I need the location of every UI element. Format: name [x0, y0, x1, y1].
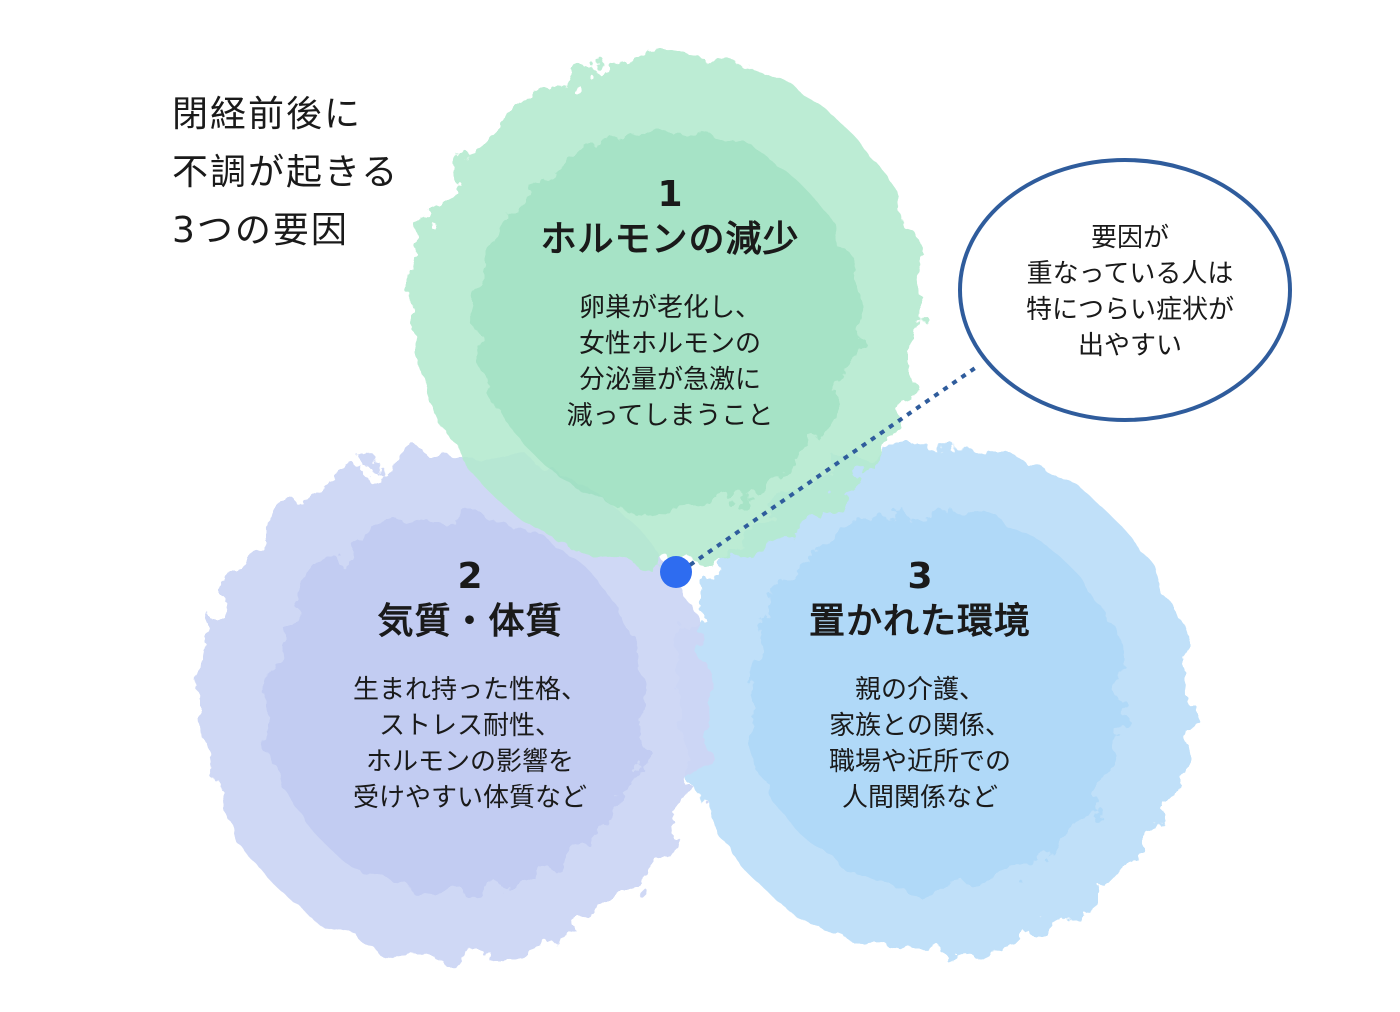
desc-line: 卵巣が老化し、: [578, 293, 761, 323]
callout-dotted-line: [688, 364, 980, 567]
factor-description: 親の介護、 家族との関係、 職場や近所での 人間関係など: [740, 672, 1100, 816]
desc-line: 生まれ持った性格、: [352, 675, 587, 705]
diagram-title: 閉経前後に 不調が起きる 3つの要因: [172, 86, 399, 260]
factor-number: 2: [457, 556, 483, 597]
desc-line: ストレス耐性、: [378, 711, 561, 741]
factor-hormone: 1 ホルモンの減少 卵巣が老化し、 女性ホルモンの 分泌量が急激に 減ってしまう…: [490, 174, 850, 434]
desc-line: 減ってしまうこと: [566, 401, 774, 431]
factor-heading: 気質・体質: [377, 601, 563, 642]
desc-line: 女性ホルモンの: [578, 329, 761, 359]
factor-heading: ホルモンの減少: [540, 219, 800, 260]
desc-line: 人間関係など: [841, 783, 998, 813]
factor-number: 1: [657, 174, 683, 215]
callout-line: 出やすい: [1077, 331, 1182, 361]
factor-environment: 3 置かれた環境 親の介護、 家族との関係、 職場や近所での 人間関係など: [740, 556, 1100, 816]
title-line: 3つの要因: [172, 210, 349, 251]
callout-bubble: [958, 158, 1292, 422]
title-line: 不調が起きる: [172, 152, 400, 193]
desc-line: 家族との関係、: [829, 711, 1011, 741]
title-line: 閉経前後に: [172, 94, 363, 135]
overlap-dot: [660, 556, 692, 588]
desc-line: 分泌量が急激に: [578, 365, 761, 395]
factor-description: 生まれ持った性格、 ストレス耐性、 ホルモンの影響を 受けやすい体質など: [290, 672, 650, 816]
desc-line: 受けやすい体質など: [352, 783, 587, 813]
desc-line: ホルモンの影響を: [365, 747, 574, 777]
factor-description: 卵巣が老化し、 女性ホルモンの 分泌量が急激に 減ってしまうこと: [490, 290, 850, 434]
factor-temperament: 2 気質・体質 生まれ持った性格、 ストレス耐性、 ホルモンの影響を 受けやすい…: [290, 556, 650, 816]
callout-line: 特につらい症状が: [1025, 295, 1234, 325]
factor-heading: 置かれた環境: [808, 601, 1031, 642]
callout-line: 重なっている人は: [1026, 259, 1234, 289]
callout-text: 要因が 重なっている人は 特につらい症状が 出やすい: [995, 220, 1265, 364]
desc-line: 職場や近所での: [828, 747, 1011, 777]
callout-line: 要因が: [1090, 223, 1169, 253]
factor-number: 3: [907, 556, 933, 597]
desc-line: 親の介護、: [854, 675, 985, 705]
